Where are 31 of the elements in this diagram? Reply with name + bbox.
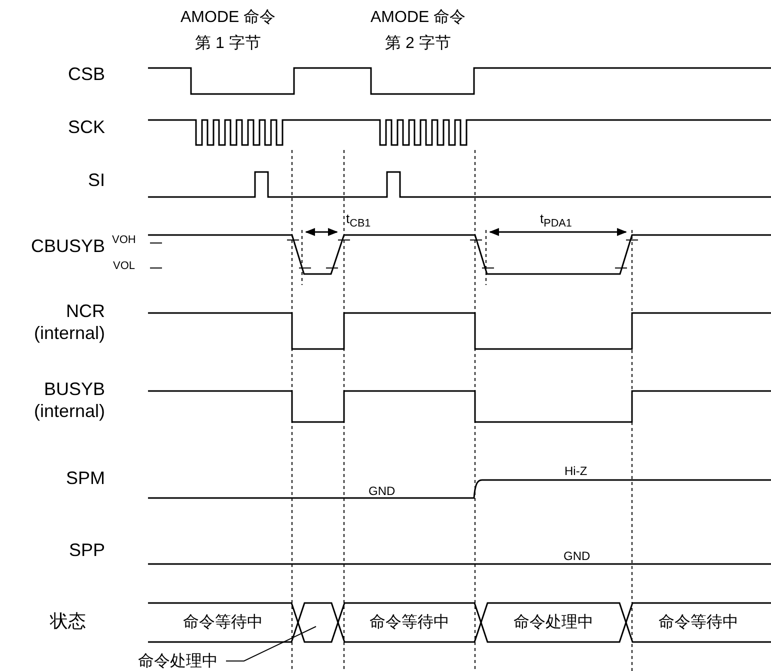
signal-name: CBUSYB: [30, 236, 105, 258]
level-label: Hi-Z: [564, 464, 588, 478]
signal-name: SI: [86, 170, 105, 192]
signal-name: 状态: [48, 611, 86, 633]
level-label: GND: [368, 484, 396, 498]
signal-name: SCK: [66, 117, 105, 139]
state-text: 命令处理中: [514, 612, 594, 633]
heading-text: 第 2 字节: [385, 34, 451, 54]
leader-line: [226, 626, 316, 662]
bus-state-segment: [338, 603, 481, 642]
signal-name: NCR (internal): [32, 301, 105, 344]
level-label: GND: [564, 549, 590, 564]
bus-state-segment: [148, 603, 298, 642]
state-callout-text: 命令处理中: [138, 652, 218, 671]
bus-state-segment: [481, 603, 626, 642]
voltage-level-label: VOL: [113, 260, 136, 274]
signal-name: BUSYB (internal): [32, 379, 105, 422]
signal-name: CSB: [66, 64, 105, 86]
state-text: 命令等待中: [658, 612, 738, 633]
bus-state-segment: [626, 603, 771, 642]
signal-name: SPM: [64, 468, 105, 490]
state-text: 命令等待中: [183, 612, 263, 633]
heading-text: AMODE 命令: [180, 8, 276, 28]
timing-parameter: t$_{PDA1}$: [540, 211, 572, 231]
bus-state-segment: [298, 603, 338, 642]
state-text: 命令等待中: [370, 612, 450, 633]
heading-text: AMODE 命令: [370, 8, 466, 28]
signal-name: SPP: [68, 540, 105, 562]
timing-parameter: t$_{CB1}$: [346, 211, 371, 231]
heading-text: 第 1 字节: [195, 34, 261, 54]
voltage-level-label: VOH: [112, 234, 136, 248]
